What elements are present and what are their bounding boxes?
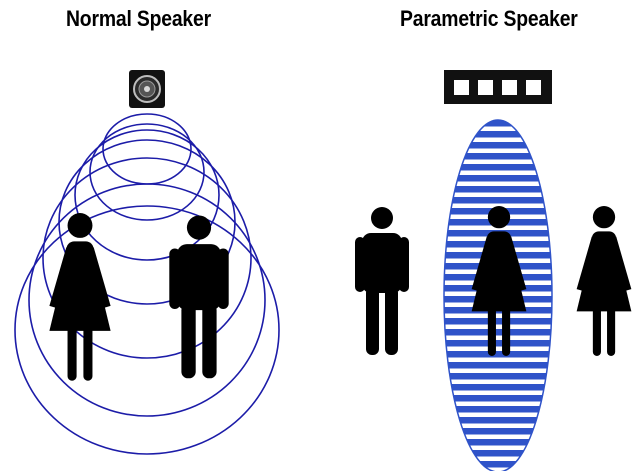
beam-stripe xyxy=(444,153,552,160)
beam-stripe xyxy=(444,351,552,358)
female-person-icon xyxy=(576,206,632,356)
beam-stripe xyxy=(444,120,552,127)
beam-stripe xyxy=(444,175,552,182)
normal-speaker-title: Normal Speaker xyxy=(66,6,211,31)
sound-ring xyxy=(42,157,252,359)
beam-stripe xyxy=(444,164,552,171)
normal-speaker-icon xyxy=(129,70,165,108)
sound-ring xyxy=(89,123,205,221)
beam-stripe xyxy=(444,461,552,468)
beam-stripe xyxy=(444,439,552,446)
beam-stripe xyxy=(444,329,552,336)
beam-stripe xyxy=(444,450,552,457)
beam-stripe xyxy=(444,428,552,435)
sound-ring xyxy=(28,183,266,417)
beam-stripe xyxy=(444,340,552,347)
sound-ring xyxy=(14,205,280,455)
beam-stripe xyxy=(444,142,552,149)
parametric-speaker-title: Parametric Speaker xyxy=(400,6,578,31)
sound-wave-rings xyxy=(14,113,280,455)
beam-stripe xyxy=(444,362,552,369)
sound-ring xyxy=(74,129,220,261)
male-person-icon xyxy=(355,207,409,355)
beam-outline xyxy=(443,119,553,471)
beam-stripe xyxy=(444,406,552,413)
parametric-speaker-icon xyxy=(444,70,552,104)
beam-stripe xyxy=(444,395,552,402)
beam-stripe xyxy=(444,318,552,325)
beam-stripe xyxy=(444,131,552,138)
beam-stripe xyxy=(444,197,552,204)
beam-stripe xyxy=(444,417,552,424)
beam-stripe xyxy=(444,373,552,380)
beam-stripe xyxy=(444,384,552,391)
beam-stripe xyxy=(444,186,552,193)
